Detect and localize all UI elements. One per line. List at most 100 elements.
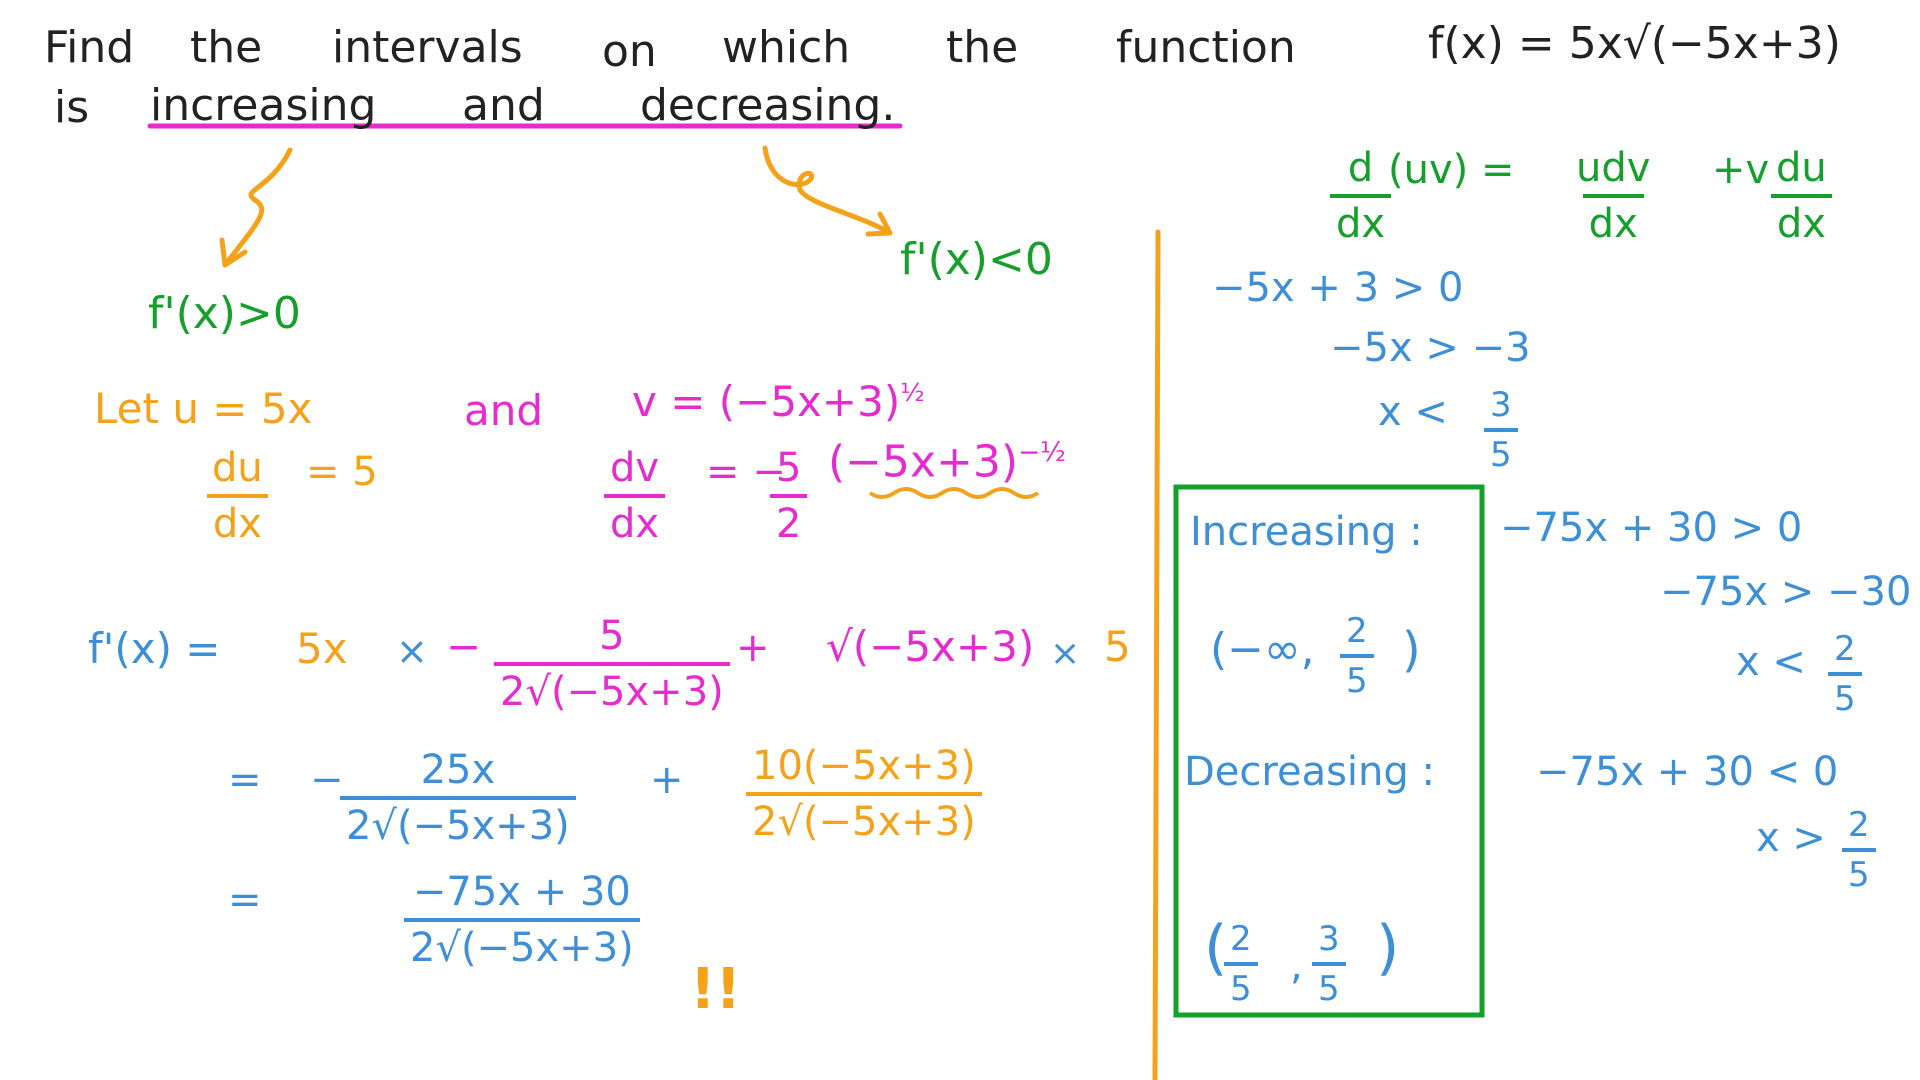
line1-den: 2√(−5x+3) [494, 662, 730, 712]
dv-coef-num: 5 [776, 445, 802, 491]
line2-fraction: 25x 2√(−5x+3) [340, 750, 576, 846]
line2-minus: − [310, 757, 344, 803]
increasing-fraction: 2 5 [1340, 614, 1374, 698]
line3-fraction: −75x + 30 2√(−5x+3) [404, 872, 640, 968]
dv-base: (−5x+3)−½ [828, 436, 1066, 488]
problem-word-is: is [54, 82, 90, 133]
exclamation-marks: !! [690, 957, 742, 1022]
dv-den: dx [604, 494, 666, 544]
product-rule-term1: udv dx [1570, 148, 1656, 244]
line2-num: 25x [420, 747, 496, 793]
v-definition: v = (−5x+3)½ [632, 380, 925, 423]
line2-den: 2√(−5x+3) [340, 796, 576, 846]
dv-exponent: −½ [1018, 437, 1066, 468]
product-rule-dx: dx [1330, 194, 1392, 244]
domain-fraction: 3 5 [1484, 388, 1518, 472]
v-def-text: v = (−5x+3) [632, 377, 901, 426]
product-rule-dx-2: dx [1770, 194, 1832, 244]
arrowhead-increasing [219, 237, 248, 268]
du-num: du [212, 445, 263, 491]
line2-num-2: 10(−5x+3) [752, 743, 976, 789]
decreasing-a-num: 2 [1230, 919, 1252, 959]
problem-word-intervals: intervals [332, 22, 523, 73]
line2-plus: + [650, 757, 684, 803]
decreasing-close: ) [1376, 913, 1400, 983]
arrowhead-decreasing [865, 211, 893, 237]
dec-inequality-fraction: 2 5 [1842, 808, 1876, 892]
fprime-label: f'(x) = [88, 624, 221, 673]
inc-inequality-1: −75x + 30 > 0 [1500, 505, 1803, 551]
line3-den: 2√(−5x+3) [404, 918, 640, 968]
du-den: dx [206, 494, 268, 544]
line3-equals: = [228, 877, 262, 923]
increasing-label: Increasing : [1190, 509, 1423, 555]
dv-coefficient: 5 2 [770, 445, 808, 544]
line1-five: 5 [1104, 622, 1131, 671]
condition-increasing: f'(x)>0 [148, 288, 301, 339]
product-rule-d: d [1347, 145, 1374, 191]
inc-ineq-num: 2 [1834, 629, 1856, 669]
inc-inequality-2: −75x > −30 [1660, 569, 1912, 615]
decreasing-label: Decreasing : [1184, 749, 1435, 795]
problem-word-increasing: increasing [150, 80, 377, 131]
problem-word-function: function [1116, 22, 1296, 73]
dec-ineq-num: 2 [1848, 805, 1870, 845]
dv-dx-fraction: dv dx [604, 445, 666, 544]
decreasing-b-num: 3 [1318, 919, 1340, 959]
increasing-open: (−∞, [1210, 624, 1315, 675]
problem-word-find: Find [44, 22, 135, 73]
wavy-underline [868, 487, 1040, 499]
decreasing-fraction-a: 2 5 [1224, 922, 1258, 1006]
product-rule-lhs: d dx [1330, 145, 1392, 244]
dv-coef-den: 2 [770, 494, 808, 544]
dv-base-text: (−5x+3) [828, 436, 1019, 488]
dec-inequality-1: −75x + 30 < 0 [1536, 749, 1839, 795]
decreasing-open: ( [1204, 913, 1228, 983]
line1-u: 5x [296, 624, 348, 673]
increasing-den: 5 [1340, 654, 1374, 698]
product-rule-term2: du dx [1770, 148, 1833, 244]
inc-inequality-3: x < [1736, 639, 1806, 685]
condition-decreasing: f'(x)<0 [900, 234, 1053, 285]
line2-fraction-2: 10(−5x+3) 2√(−5x+3) [746, 746, 982, 842]
line1-fraction: 5 2√(−5x+3) [494, 616, 730, 712]
decreasing-comma: , [1290, 943, 1303, 989]
line1-minus: − [446, 622, 482, 671]
line3-num: −75x + 30 [412, 869, 631, 915]
product-rule-du: du [1776, 145, 1827, 191]
line1-sqrt: √(−5x+3) [826, 622, 1035, 671]
du-dx-fraction: du dx [206, 448, 269, 544]
line1-times-2: × [1050, 633, 1081, 674]
vertical-divider [1152, 229, 1161, 1080]
dec-ineq-den: 5 [1842, 848, 1876, 892]
domain-num: 3 [1490, 385, 1512, 425]
domain-line-3: x < [1378, 389, 1448, 435]
problem-word-the: the [190, 22, 263, 73]
dv-num: dv [610, 445, 660, 491]
dv-equals: = − [706, 449, 786, 495]
domain-den: 5 [1484, 428, 1518, 472]
line2-equals: = [228, 757, 262, 803]
results-box [1173, 484, 1485, 1018]
arrow-to-increasing [222, 147, 293, 268]
product-rule-plus-v: +v [1712, 147, 1770, 193]
product-rule-udv: udv [1576, 145, 1651, 191]
arrow-to-decreasing [762, 145, 893, 236]
dec-inequality-2: x > [1756, 815, 1826, 861]
v-exponent: ½ [900, 378, 925, 407]
product-rule-uv: (uv) = [1388, 147, 1515, 193]
decreasing-a-den: 5 [1224, 962, 1258, 1006]
product-rule-dx-1: dx [1582, 194, 1644, 244]
line1-times: × [396, 629, 428, 673]
du-value: = 5 [306, 449, 378, 495]
line1-num: 5 [599, 613, 625, 659]
inc-inequality-fraction: 2 5 [1828, 632, 1862, 716]
inc-ineq-den: 5 [1828, 672, 1862, 716]
increasing-num: 2 [1346, 611, 1368, 651]
let-u: Let u = 5x [94, 384, 313, 433]
increasing-close: ) [1402, 622, 1421, 678]
decreasing-fraction-b: 3 5 [1312, 922, 1346, 1006]
line2-den-2: 2√(−5x+3) [746, 792, 982, 842]
domain-line-1: −5x + 3 > 0 [1212, 265, 1464, 311]
